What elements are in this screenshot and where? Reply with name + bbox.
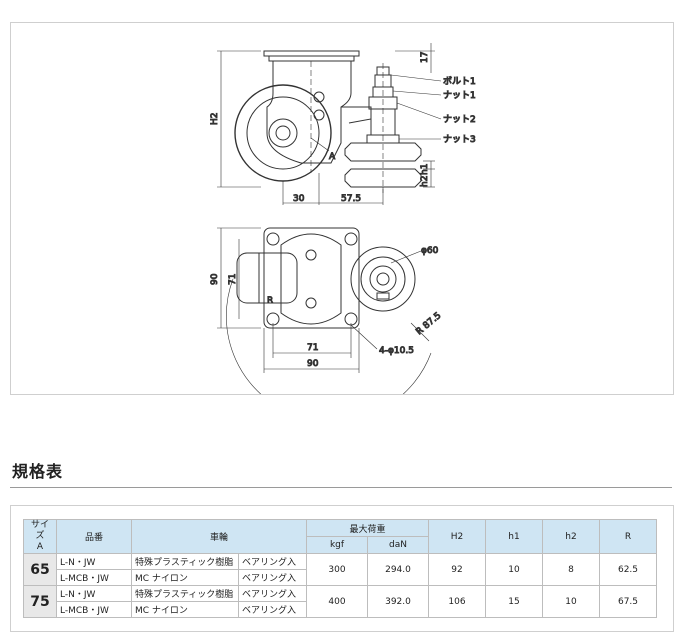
table-row: 75 L-N・JW 特殊プラスティック樹脂 ベアリング入 400 392.0 1… (23, 585, 657, 618)
base-plate (263, 227, 360, 329)
swivel-radius-arc (226, 278, 432, 394)
header-R: R (599, 519, 657, 554)
dan-cell: 294.0 (367, 553, 429, 586)
part-cell: L-MCB・JW (56, 569, 132, 586)
kgf-cell: 400 (306, 585, 368, 618)
drawing-panel: ボルト1 ナット1 ナット2 ナット3 17 h1 h2 H2 A 30 57.… (10, 22, 674, 395)
bearing-cell: ベアリング入 (238, 601, 307, 618)
header-dan: daN (367, 536, 429, 554)
header-max-load: 最大荷重 (306, 519, 429, 537)
dim-phi60: φ60 (421, 246, 439, 256)
dim-71-side: 71 (228, 274, 238, 285)
callout-nut1: ナット1 (443, 90, 476, 101)
wheel-inner (246, 96, 320, 170)
h1-cell: 15 (485, 585, 543, 618)
dim-A: A (329, 152, 336, 162)
H2-cell: 92 (428, 553, 486, 586)
bearing-cell: ベアリング入 (238, 585, 307, 602)
dim-R87-5: R 87.5 (415, 311, 444, 337)
size-cell: 75 (23, 585, 57, 618)
wheel-cell: MC ナイロン (131, 601, 239, 618)
section-title: 規格表 (12, 462, 64, 481)
R-cell: 62.5 (599, 553, 657, 586)
floor-pad (344, 168, 422, 188)
callout-bolt1: ボルト1 (443, 76, 476, 87)
caster-drawing: ボルト1 ナット1 ナット2 ナット3 17 h1 h2 H2 A 30 57.… (210, 43, 476, 394)
leveler-pad (344, 142, 422, 162)
R-cell: 67.5 (599, 585, 657, 618)
header-H2: H2 (428, 519, 486, 554)
callout-nut3: ナット3 (443, 134, 476, 145)
bearing-cell: ベアリング入 (238, 553, 307, 570)
leveler-pad-top (350, 246, 416, 312)
dim-57-5: 57.5 (341, 194, 361, 204)
top-view (217, 227, 432, 394)
wheel-cell: 特殊プラスティック樹脂 (131, 553, 239, 570)
dim-R: R (267, 296, 273, 306)
wheel-cell: MC ナイロン (131, 569, 239, 586)
dim-30: 30 (293, 194, 305, 204)
header-h2: h2 (542, 519, 600, 554)
wheel-cell: 特殊プラスティック樹脂 (131, 585, 239, 602)
header-part: 品番 (56, 519, 132, 554)
wheel-top (236, 252, 298, 304)
part-cell: L-MCB・JW (56, 601, 132, 618)
top-plate (263, 50, 360, 57)
dim-hole: 4-φ10.5 (379, 346, 414, 356)
dim-h1: h1 (420, 164, 430, 175)
bearing-cell: ベアリング入 (238, 569, 307, 586)
table-row: L-MCB・JW MC ナイロン ベアリング入 (24, 601, 657, 618)
h1-cell: 10 (485, 553, 543, 586)
part-cell: L-N・JW (56, 585, 132, 602)
h2-cell: 8 (542, 553, 600, 586)
dim-17: 17 (420, 52, 430, 63)
part-cell: L-N・JW (56, 553, 132, 570)
header-wheel: 車輪 (131, 519, 307, 554)
dim-71-bottom: 71 (307, 343, 318, 353)
header-kgf: kgf (306, 536, 368, 554)
dan-cell: 392.0 (367, 585, 429, 618)
h2-cell: 10 (542, 585, 600, 618)
section-divider (10, 487, 672, 488)
wheel-outer (234, 84, 332, 182)
callout-nut2: ナット2 (443, 114, 476, 125)
kgf-cell: 300 (306, 553, 368, 586)
header-h1: h1 (485, 519, 543, 554)
dim-h2: h2 (420, 176, 430, 187)
wheel-hub (268, 118, 298, 148)
dim-H2: H2 (210, 113, 220, 126)
H2-cell: 106 (428, 585, 486, 618)
dim-90-side: 90 (210, 273, 220, 285)
table-row: 65 L-N・JW 特殊プラスティック樹脂 ベアリング入 300 294.0 9… (23, 553, 657, 586)
dim-90-bottom: 90 (307, 359, 319, 369)
side-view (217, 43, 442, 205)
size-cell: 65 (23, 553, 57, 586)
fork (266, 61, 352, 164)
